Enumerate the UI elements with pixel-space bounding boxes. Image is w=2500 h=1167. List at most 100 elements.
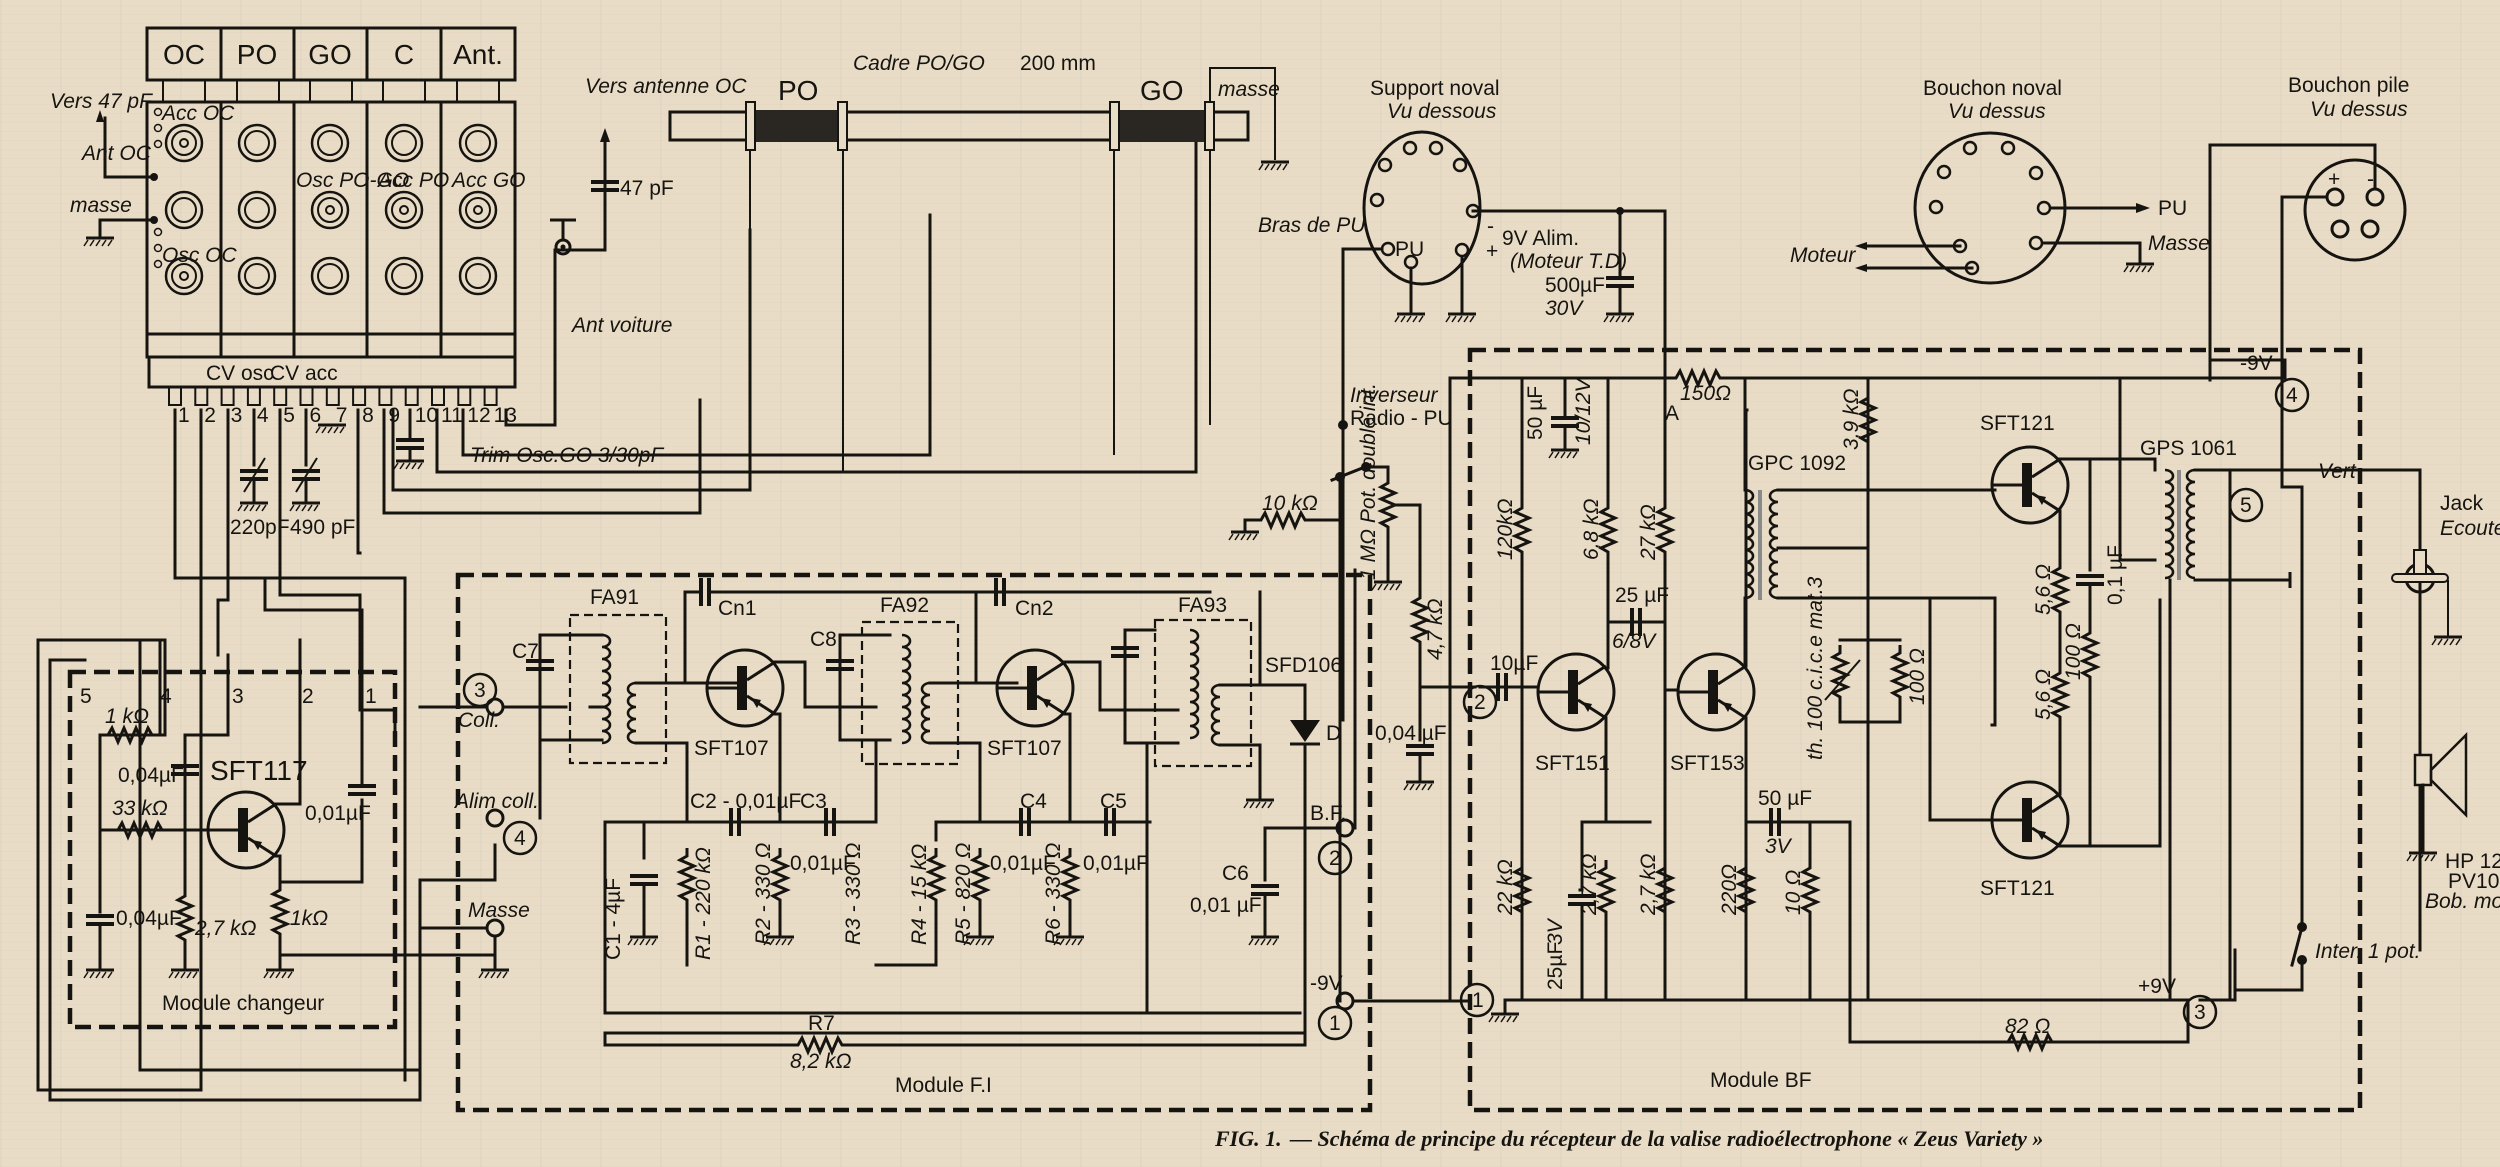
changeur-transistor: SFT117	[210, 755, 308, 786]
band-button-po[interactable]: PO	[237, 39, 277, 70]
switch-pin-number: 1	[178, 404, 190, 427]
label-masse-noval: Masse	[2148, 232, 2210, 255]
changeur-pin-5: 5	[80, 685, 92, 708]
fi-c6: C6	[1222, 862, 1249, 885]
switch-pin	[457, 386, 472, 406]
changeur-pin-4: 4	[160, 685, 172, 708]
noval-pin	[1377, 157, 1393, 173]
noval-pin	[1454, 242, 1470, 258]
module-bf	[1448, 347, 2422, 1113]
switch-pin	[352, 386, 367, 406]
bouchon-noval-title: Bouchon noval	[1923, 77, 2062, 100]
ferrite-coil-go: GO	[1140, 75, 1184, 106]
support-noval-plus: +	[1486, 240, 1498, 263]
fi-r1: R1 - 220 kΩ	[692, 847, 715, 960]
label-acc-po: Acc PO	[376, 169, 449, 192]
fi-c5-value: 0,01µF	[1083, 852, 1149, 875]
output-speaker: HP 12×19	[2445, 850, 2500, 873]
supply-label: 9V Alim.	[1502, 227, 1579, 250]
switch-pin-number: 7	[336, 404, 348, 427]
changeur-pin-2: 2	[302, 685, 314, 708]
switch-pin	[378, 386, 393, 406]
band-button-go[interactable]: GO	[308, 39, 352, 70]
switch-coil-icon	[164, 190, 204, 230]
switch-pin	[404, 386, 419, 406]
bf-node-a: A	[1665, 402, 1679, 425]
changeur-pin-1: 1	[365, 685, 377, 708]
label-pu-out: PU	[2158, 197, 2187, 220]
bf-c25b: 25µF	[1544, 942, 1567, 990]
inverter-c004: 0,04 µF	[1375, 722, 1447, 745]
fi-c8: C8	[810, 628, 837, 651]
support-noval-socket	[1341, 130, 1667, 722]
switch-pin	[483, 386, 498, 406]
trimmer-capacitor	[392, 408, 426, 471]
fi-transformer-fa91: FA91	[590, 586, 639, 609]
band-button-c[interactable]: C	[394, 39, 414, 70]
noval-pin	[2028, 165, 2044, 181]
fi-minus9-label: -9V	[1310, 972, 1343, 995]
bf-transformer-gpc1092: GPC 1092	[1748, 452, 1846, 475]
label-acc-oc: Acc OC	[160, 102, 235, 125]
bf-thermistor: th. 100 c.i.c.e mat.3	[1804, 576, 1827, 760]
supply-note: (Moteur T.D)	[1510, 250, 1627, 273]
inverter-r10k: 10 kΩ	[1262, 492, 1318, 515]
ferrite-length: 200 mm	[1020, 52, 1096, 75]
bf-r68k: 6,8 kΩ	[1580, 498, 1603, 560]
label-osc-oc: Osc OC	[162, 244, 238, 267]
fi-c5: C5	[1100, 790, 1127, 813]
switch-pin	[194, 386, 209, 406]
fi-c1: C1 - 4µF	[602, 878, 625, 960]
fi-c4: C4	[1020, 790, 1047, 813]
bf-title: Module BF	[1710, 1069, 1812, 1092]
fi-r7: R7	[808, 1012, 835, 1035]
noval-pin	[2028, 235, 2044, 251]
switch-coil-icon	[384, 256, 424, 296]
switch-pin	[246, 386, 261, 406]
switch-coil-icon	[384, 190, 424, 230]
band-button-oc[interactable]: OC	[163, 39, 205, 70]
changeur-r33k: 33 kΩ	[112, 797, 168, 820]
switch-pin-number: 5	[283, 404, 295, 427]
fi-diode-pin: D	[1326, 722, 1341, 745]
changeur-c004-b: 0,04µF	[116, 907, 182, 930]
label-osc-po-go: Osc PO-GO	[296, 169, 409, 192]
band-button-ant[interactable]: Ant.	[453, 39, 503, 70]
fi-c2: C2 - 0,01µF	[690, 790, 801, 813]
fi-transistor-2: SFT107	[987, 737, 1062, 760]
bouchon-noval-subtitle: Vu dessus	[1948, 100, 2046, 123]
fi-r3: R3 - 330 Ω	[842, 843, 865, 945]
switch-pin-number: 11	[441, 404, 463, 427]
label-ant-oc: Ant OC	[80, 142, 152, 165]
fi-c7: C7	[512, 640, 539, 663]
ferrite-rod	[668, 67, 1291, 490]
noval-pin	[1428, 140, 1444, 156]
changeur-r27k: 2,7 kΩ	[194, 917, 257, 940]
label-masse-left: masse	[70, 194, 132, 217]
switch-coil-icon	[164, 123, 204, 163]
fi-minus9-num: 1	[1329, 1012, 1341, 1035]
fi-bf-label: B.F.	[1310, 802, 1346, 825]
bf-r56a: 5,6 Ω	[2032, 564, 2055, 615]
fi-r2: R2 - 330 Ω	[752, 843, 775, 945]
bf-r150: 150Ω	[1680, 382, 1731, 405]
bf-r10: 10 Ω	[1782, 870, 1805, 915]
fi-c3-value: 0,01µF	[790, 852, 856, 875]
fi-r4: R4 - 15 kΩ	[908, 844, 931, 945]
fi-transformer-fa93: FA93	[1178, 594, 1227, 617]
fi-r5: R5 - 820 Ω	[952, 843, 975, 945]
switch-coil-icon	[310, 256, 350, 296]
label-cv-acc: CV acc	[270, 362, 338, 385]
fi-c3: C3	[800, 790, 827, 813]
bf-r100b: 100 Ω	[2062, 623, 2085, 680]
noval-pin	[1928, 199, 1944, 215]
bf-terminal-5: 5	[2240, 494, 2252, 517]
bf-r27a: 2,7 kΩ	[1578, 853, 1601, 916]
inverter-title: Inverseur	[1350, 384, 1439, 407]
bf-c25-voltage: 6/8V	[1612, 630, 1657, 653]
noval-pin	[1402, 140, 1418, 156]
label-acc-go: Acc GO	[450, 169, 526, 192]
bf-c25b-voltage: 3V	[1544, 917, 1567, 945]
figure-caption: — Schéma de principe du récepteur de la …	[1289, 1126, 2043, 1151]
switch-pin-number: 3	[231, 404, 243, 427]
